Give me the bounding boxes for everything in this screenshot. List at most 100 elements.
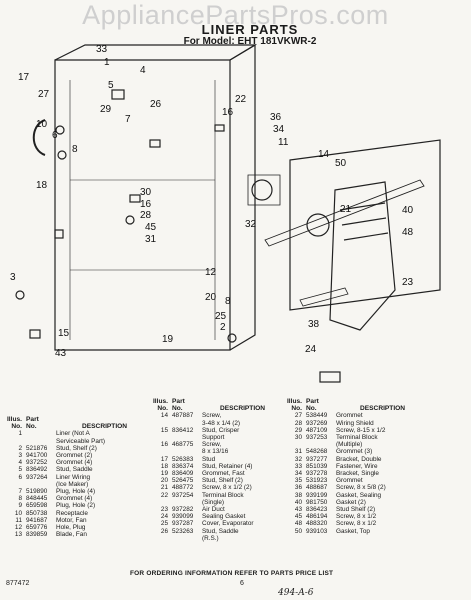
illus-number: 30 bbox=[294, 434, 302, 442]
illus-number: 10 bbox=[14, 509, 22, 517]
part-description: Fastener, Wire bbox=[336, 462, 378, 470]
illus-number: 21 bbox=[160, 484, 168, 492]
part-number: 981750 bbox=[306, 498, 328, 506]
part-description: Screw, 8-15 x 1/2 bbox=[336, 426, 386, 434]
svg-text:24: 24 bbox=[305, 344, 317, 355]
illus-number bbox=[6, 481, 26, 488]
part-number: 939099 bbox=[172, 513, 194, 521]
part-number: 939103 bbox=[306, 527, 328, 535]
table-row: (Ice Maker) bbox=[6, 481, 127, 488]
part-description: Stud, Shelf (2) bbox=[56, 444, 97, 452]
part-description: Sealing Gasket bbox=[202, 513, 246, 521]
table-row: (Single) bbox=[152, 499, 265, 506]
illus-number: 14 bbox=[160, 412, 168, 420]
part-description: Terminal Block bbox=[336, 434, 378, 442]
svg-text:23: 23 bbox=[402, 277, 414, 288]
part-description: Grommet (2) bbox=[56, 452, 93, 460]
part-number bbox=[172, 448, 202, 455]
svg-text:30: 30 bbox=[140, 187, 152, 198]
part-description: Liner (Not A bbox=[56, 430, 90, 438]
illus-number: 20 bbox=[160, 477, 168, 485]
illus-number: 40 bbox=[294, 498, 302, 506]
ordering-note: FOR ORDERING INFORMATION REFER TO PARTS … bbox=[130, 570, 334, 577]
svg-text:25: 25 bbox=[215, 311, 227, 322]
part-description: Stud, Shelf (2) bbox=[202, 477, 243, 485]
part-description: Cover, Evaporator bbox=[202, 520, 254, 528]
part-description: Bracket, Single bbox=[336, 470, 379, 478]
part-description: (Multiple) bbox=[336, 441, 363, 449]
illus-number: 48 bbox=[294, 520, 302, 528]
part-description: Grommet (3) bbox=[336, 448, 373, 456]
part-description: Support bbox=[202, 434, 225, 442]
illus-number: 13 bbox=[14, 531, 22, 539]
illus-number: 38 bbox=[294, 491, 302, 499]
part-number bbox=[172, 434, 202, 441]
part-description: Wiring Shield bbox=[336, 419, 374, 427]
part-number: 526475 bbox=[172, 477, 194, 485]
svg-text:15: 15 bbox=[58, 328, 70, 339]
part-number: 836409 bbox=[172, 470, 194, 478]
svg-text:19: 19 bbox=[162, 334, 174, 345]
model-number: For Model: EHT 181VKWR-2 bbox=[183, 36, 317, 47]
svg-text:7: 7 bbox=[125, 114, 131, 125]
part-description: Stud bbox=[202, 455, 216, 463]
part-number: 937277 bbox=[306, 455, 328, 463]
svg-text:2: 2 bbox=[220, 322, 226, 333]
illus-number: 45 bbox=[294, 513, 302, 521]
illus-number bbox=[152, 448, 172, 455]
svg-text:16: 16 bbox=[222, 107, 234, 118]
part-description: Screw, 8 x 1/2 bbox=[336, 520, 377, 528]
part-description: Plug, Hole (4) bbox=[56, 488, 96, 496]
part-description: Air Duct bbox=[202, 506, 225, 514]
svg-text:3: 3 bbox=[10, 272, 16, 283]
part-description: Plug, Hole (2) bbox=[56, 502, 96, 510]
part-number: 836412 bbox=[172, 426, 194, 434]
illus-number bbox=[286, 441, 306, 448]
illus-number: 17 bbox=[160, 455, 168, 463]
illus-number: 43 bbox=[294, 506, 302, 514]
table-header: Illus. Part bbox=[286, 398, 319, 405]
svg-text:28: 28 bbox=[140, 210, 152, 221]
illus-number: 15 bbox=[160, 426, 168, 434]
table-header: Illus. Part bbox=[152, 398, 185, 405]
illus-number: 28 bbox=[294, 419, 302, 427]
illus-number: 18 bbox=[160, 462, 168, 470]
svg-text:33: 33 bbox=[96, 44, 108, 55]
part-number: 487887 bbox=[172, 412, 194, 420]
illus-number: 31 bbox=[294, 448, 302, 456]
svg-text:26: 26 bbox=[150, 99, 162, 110]
svg-text:4: 4 bbox=[140, 65, 146, 76]
svg-text:27: 27 bbox=[38, 89, 50, 100]
part-number bbox=[26, 481, 56, 488]
part-number: 531923 bbox=[306, 477, 328, 485]
table-row: 3-48 x 1/4 (2) bbox=[152, 420, 265, 427]
part-description: (Single) bbox=[202, 498, 225, 506]
svg-text:50: 50 bbox=[335, 158, 347, 169]
part-description: Gasket, Top bbox=[336, 527, 370, 535]
illus-number: 16 bbox=[160, 441, 168, 449]
illus-number bbox=[152, 434, 172, 441]
part-number: 468775 bbox=[172, 441, 194, 449]
part-description: 8 x 13/16 bbox=[202, 448, 229, 456]
part-number: 839859 bbox=[26, 531, 48, 539]
part-number bbox=[26, 438, 56, 445]
svg-text:45: 45 bbox=[145, 222, 157, 233]
svg-text:16: 16 bbox=[140, 199, 152, 210]
svg-text:18: 18 bbox=[36, 180, 48, 191]
